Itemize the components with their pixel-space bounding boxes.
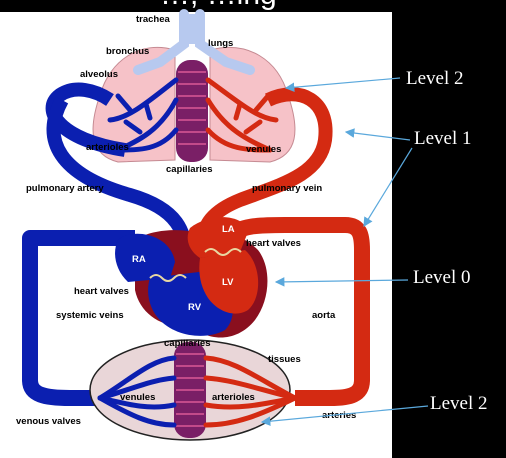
arrow-level0 bbox=[276, 280, 408, 282]
label-pulmonary-vein: pulmonary vein bbox=[252, 183, 322, 194]
label-lv: LV bbox=[222, 277, 234, 288]
arrow-level1 bbox=[346, 132, 410, 140]
pulmonary-capillary-column bbox=[176, 60, 208, 162]
label-la: LA bbox=[222, 224, 235, 235]
arrow-level1-aorta bbox=[364, 148, 412, 226]
label-venules-bottom: venules bbox=[120, 392, 155, 403]
label-ra: RA bbox=[132, 254, 146, 265]
label-tissues: tissues bbox=[268, 354, 301, 365]
label-aorta: aorta bbox=[312, 310, 336, 321]
label-trachea: trachea bbox=[136, 14, 171, 25]
label-heart-valves-left: heart valves bbox=[74, 286, 129, 297]
level-2-bottom-label: Level 2 bbox=[430, 393, 488, 415]
label-bronchus: bronchus bbox=[106, 46, 149, 57]
label-pulmonary-artery: pulmonary artery bbox=[26, 183, 104, 194]
label-systemic-veins: systemic veins bbox=[56, 310, 124, 321]
level-2-top-label: Level 2 bbox=[406, 68, 464, 90]
label-capillaries-bottom: capillaries bbox=[164, 338, 210, 349]
label-lungs: lungs bbox=[208, 38, 233, 49]
label-alveolus: alveolus bbox=[80, 69, 118, 80]
label-capillaries-top: capillaries bbox=[166, 164, 212, 175]
level-1-label: Level 1 bbox=[414, 128, 472, 150]
level-0-label: Level 0 bbox=[413, 267, 471, 289]
label-venous-valves: venous valves bbox=[16, 416, 81, 427]
arrow-level2-top bbox=[286, 78, 400, 88]
label-arterioles-top: arterioles bbox=[86, 142, 129, 153]
label-arterioles-bottom: arterioles bbox=[212, 392, 255, 403]
label-heart-valves-right: heart valves bbox=[246, 238, 301, 249]
label-venules-top: venules bbox=[246, 144, 281, 155]
trachea-top bbox=[179, 14, 205, 44]
label-rv: RV bbox=[188, 302, 202, 313]
